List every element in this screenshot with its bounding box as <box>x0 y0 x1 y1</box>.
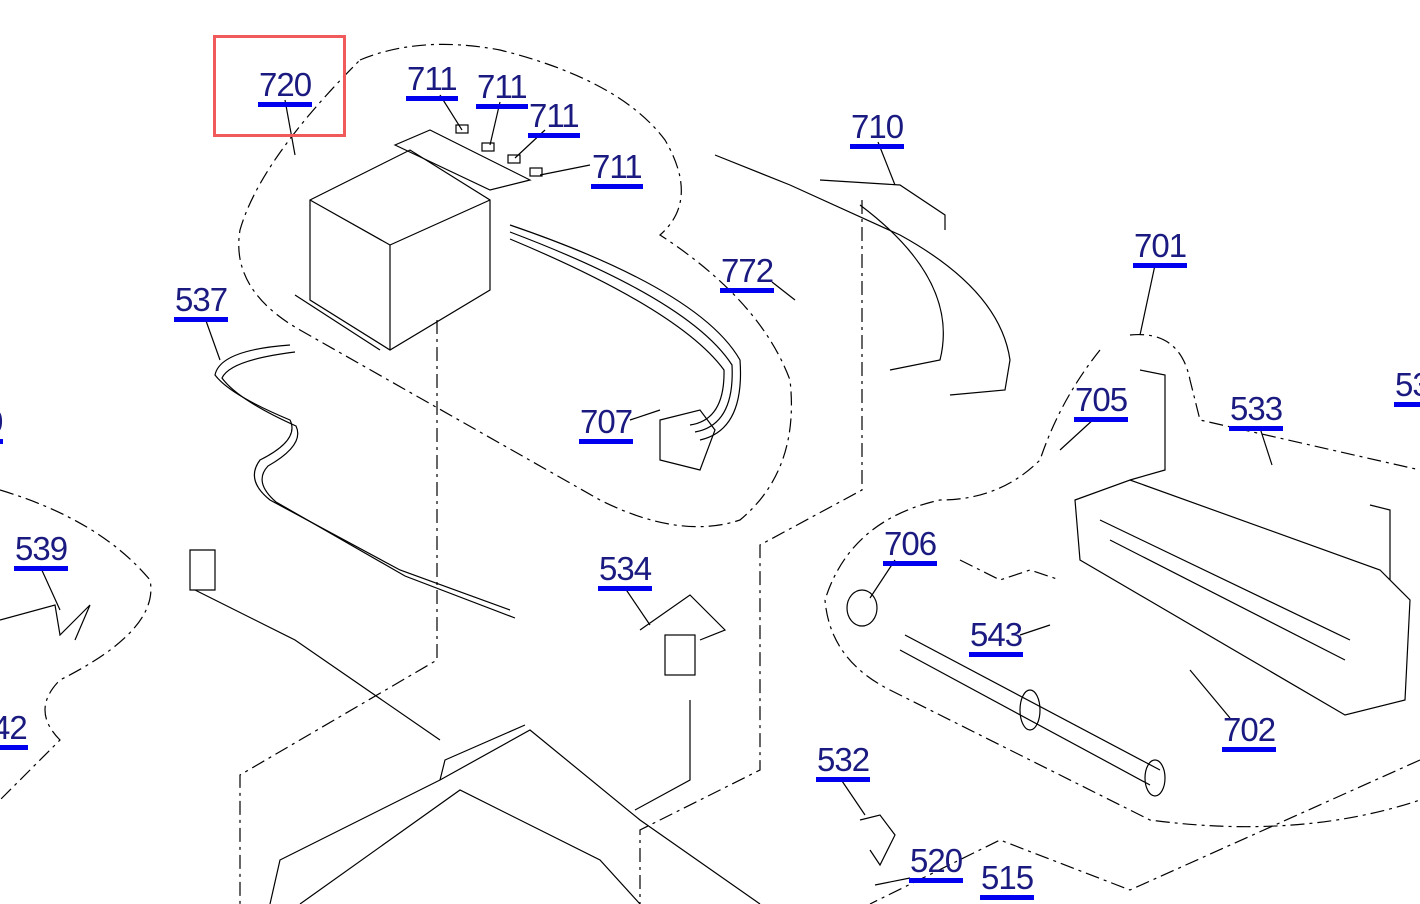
part-label-533[interactable]: 533 <box>1229 392 1283 431</box>
part-label-42-clipped[interactable]: 42 <box>0 711 28 750</box>
part-label-711[interactable]: 711 <box>591 150 643 189</box>
part-label-720[interactable]: 720 <box>258 68 312 107</box>
group-outlines <box>0 43 1420 904</box>
part-label-707[interactable]: 707 <box>579 405 633 444</box>
part-label-537[interactable]: 537 <box>174 283 228 322</box>
part-711-clips <box>455 124 543 177</box>
part-label-710[interactable]: 710 <box>850 110 904 149</box>
part-label-772[interactable]: 772 <box>720 254 774 293</box>
part-label-701[interactable]: 701 <box>1133 229 1187 268</box>
part-label-0-clipped[interactable]: 0 <box>0 405 3 444</box>
part-label-705[interactable]: 705 <box>1074 383 1128 422</box>
part-707 <box>659 409 716 471</box>
part-label-53-clipped[interactable]: 53 <box>1394 368 1420 407</box>
part-label-711[interactable]: 711 <box>406 62 458 101</box>
part-label-543[interactable]: 543 <box>969 618 1023 657</box>
part-543-roller <box>899 634 1166 797</box>
part-539 <box>0 549 441 741</box>
part-label-539[interactable]: 539 <box>14 532 68 571</box>
part-532 <box>859 814 896 867</box>
part-label-534[interactable]: 534 <box>598 552 652 591</box>
part-label-520[interactable]: 520 <box>909 844 963 883</box>
part-cables <box>214 224 742 619</box>
part-710-ffc <box>714 154 1011 396</box>
highlight-box-720 <box>213 35 346 137</box>
part-label-711[interactable]: 711 <box>476 70 528 109</box>
part-label-706[interactable]: 706 <box>883 527 937 566</box>
part-label-711[interactable]: 711 <box>528 99 580 138</box>
part-534 <box>634 594 727 811</box>
part-label-515[interactable]: 515 <box>980 861 1034 900</box>
part-label-702[interactable]: 702 <box>1222 713 1276 752</box>
part-720-frame <box>294 129 532 351</box>
part-706-gear <box>846 589 878 627</box>
part-label-532[interactable]: 532 <box>816 743 870 782</box>
part-base-frame <box>269 724 761 904</box>
part-701-frame <box>1074 369 1411 716</box>
leader-lines <box>39 94 1273 886</box>
